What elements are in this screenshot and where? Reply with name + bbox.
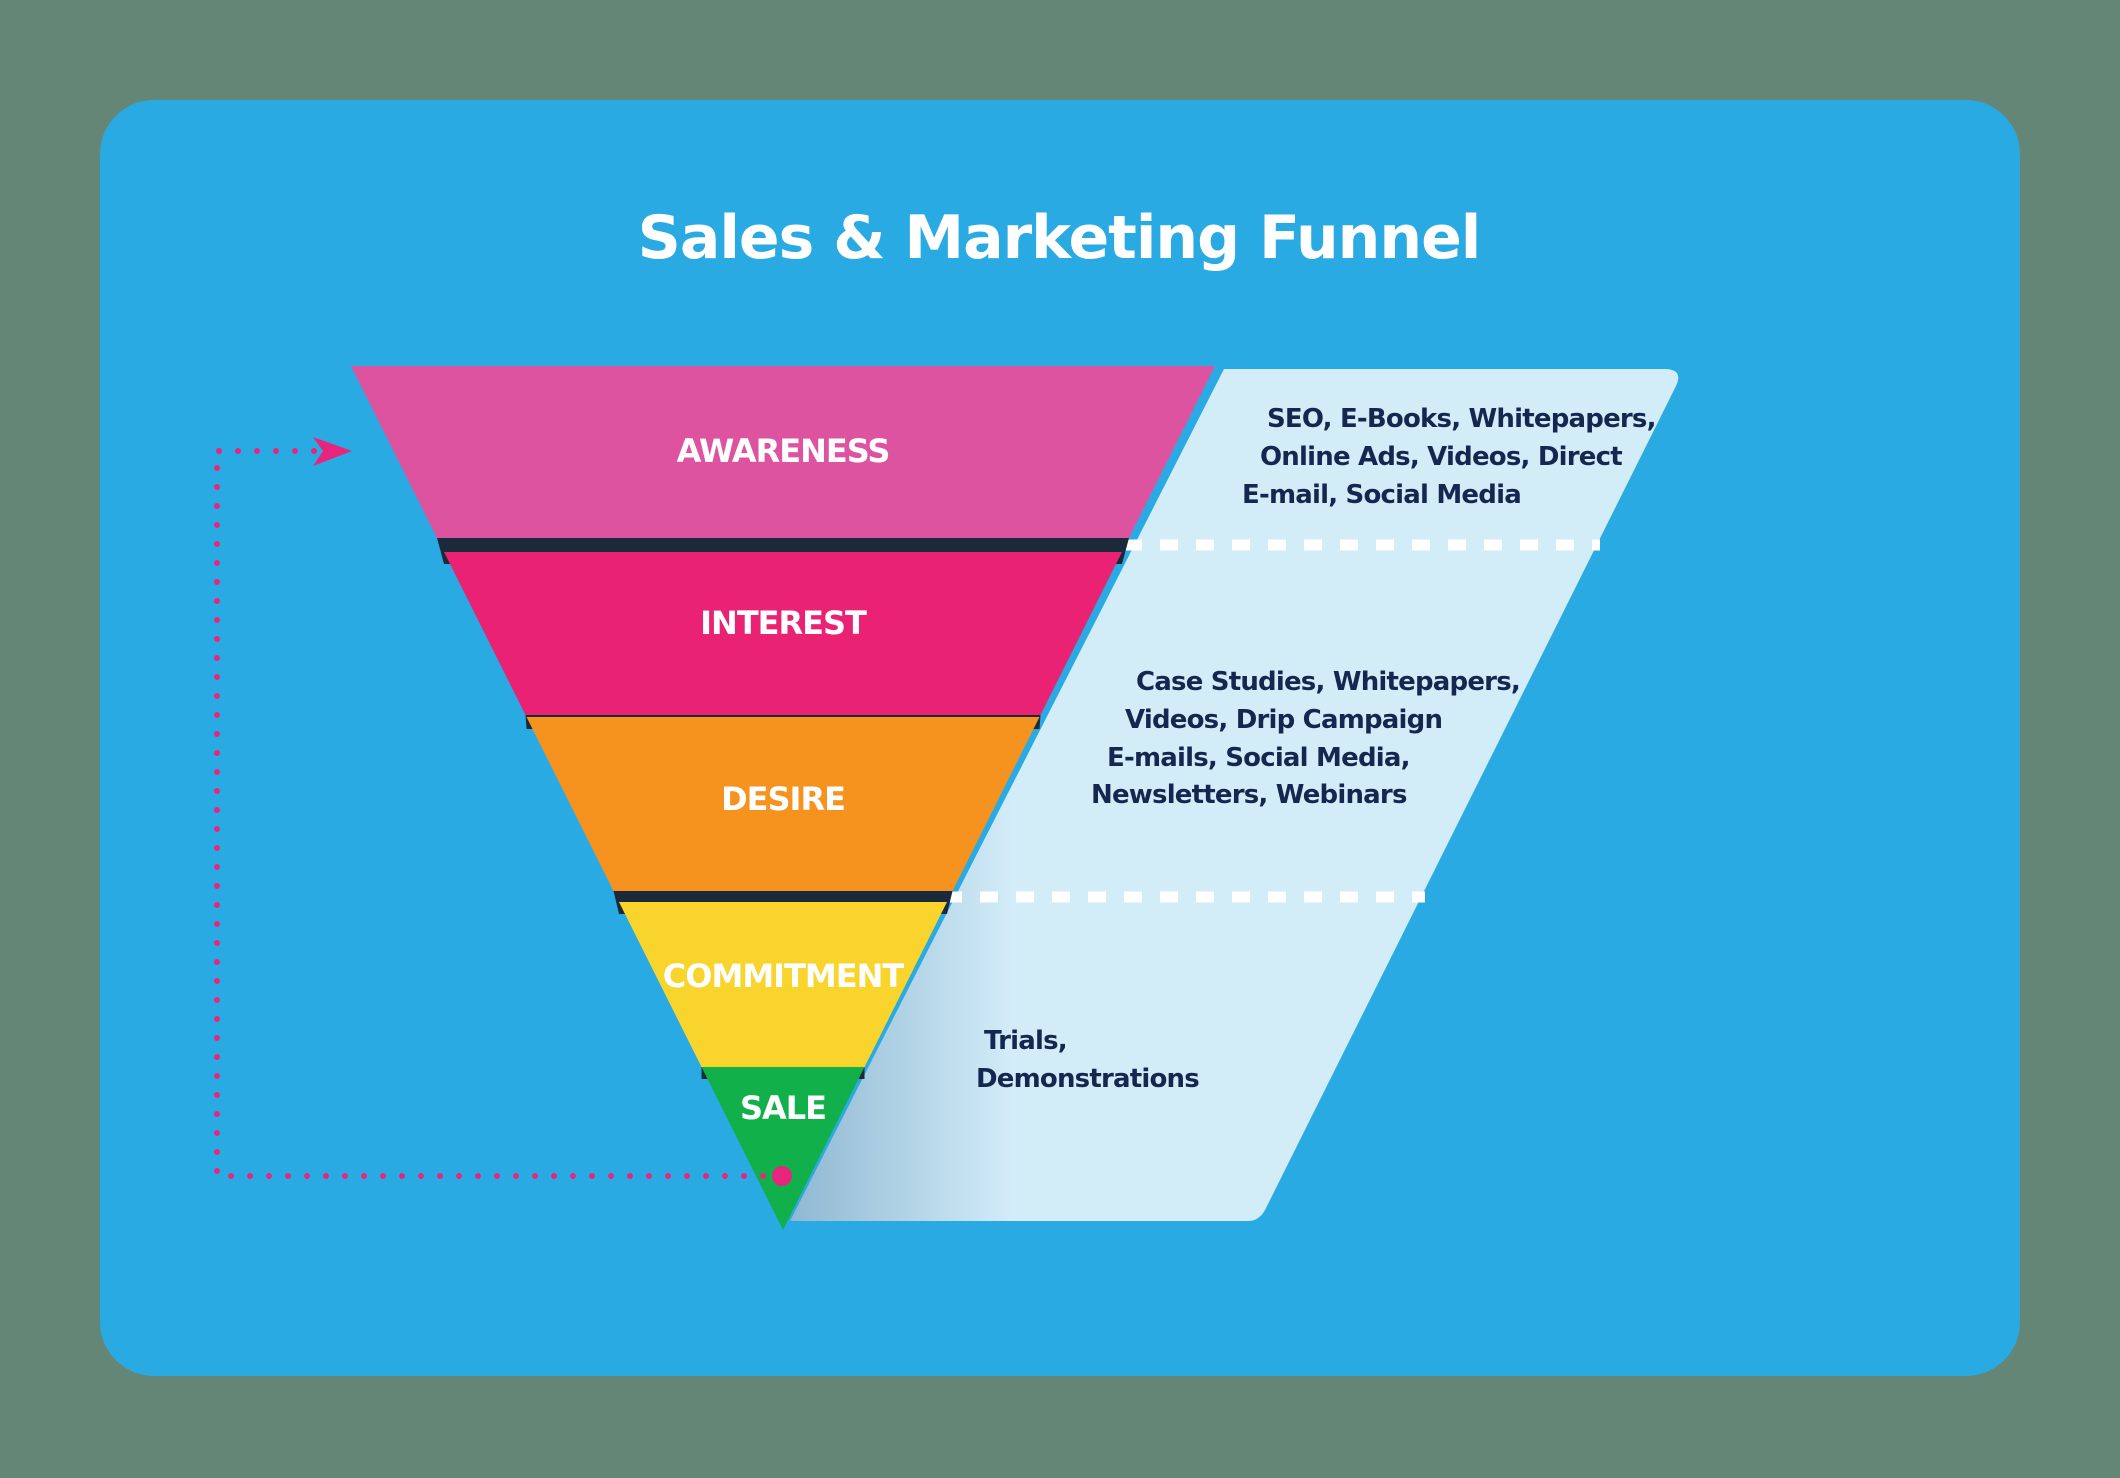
tactic-line: E-mail, Social Media — [1242, 480, 1521, 510]
tactic-line: Trials, — [984, 1026, 1067, 1056]
stage-label: SALE — [740, 1089, 826, 1127]
stage-awareness — [351, 366, 1215, 538]
stage-label: COMMITMENT — [663, 957, 905, 995]
tactics-panel — [790, 369, 1679, 1221]
stage-interest — [444, 552, 1122, 715]
tactic-line: Videos, Drip Campaign — [1125, 705, 1442, 735]
stage-label: DESIRE — [721, 780, 845, 818]
tactic-line: Demonstrations — [976, 1064, 1199, 1094]
loop-start-dot — [772, 1166, 792, 1186]
stage-desire — [526, 717, 1040, 891]
loop-dotted-line — [214, 448, 785, 1179]
stage-sale — [701, 1067, 865, 1230]
tactic-line: Newsletters, Webinars — [1091, 780, 1407, 810]
stage-label: INTEREST — [700, 604, 867, 642]
loop-arrow-head-icon — [313, 437, 352, 466]
tactic-line: E-mails, Social Media, — [1107, 743, 1410, 773]
tactic-line: Online Ads, Videos, Direct — [1260, 442, 1622, 472]
stage-label: AWARENESS — [677, 432, 890, 470]
page-title: Sales & Marketing Funnel — [638, 203, 1481, 273]
tactic-line: Case Studies, Whitepapers, — [1136, 667, 1520, 697]
stage-commitment — [619, 902, 947, 1067]
tactic-line: SEO, E-Books, Whitepapers, — [1267, 404, 1656, 434]
